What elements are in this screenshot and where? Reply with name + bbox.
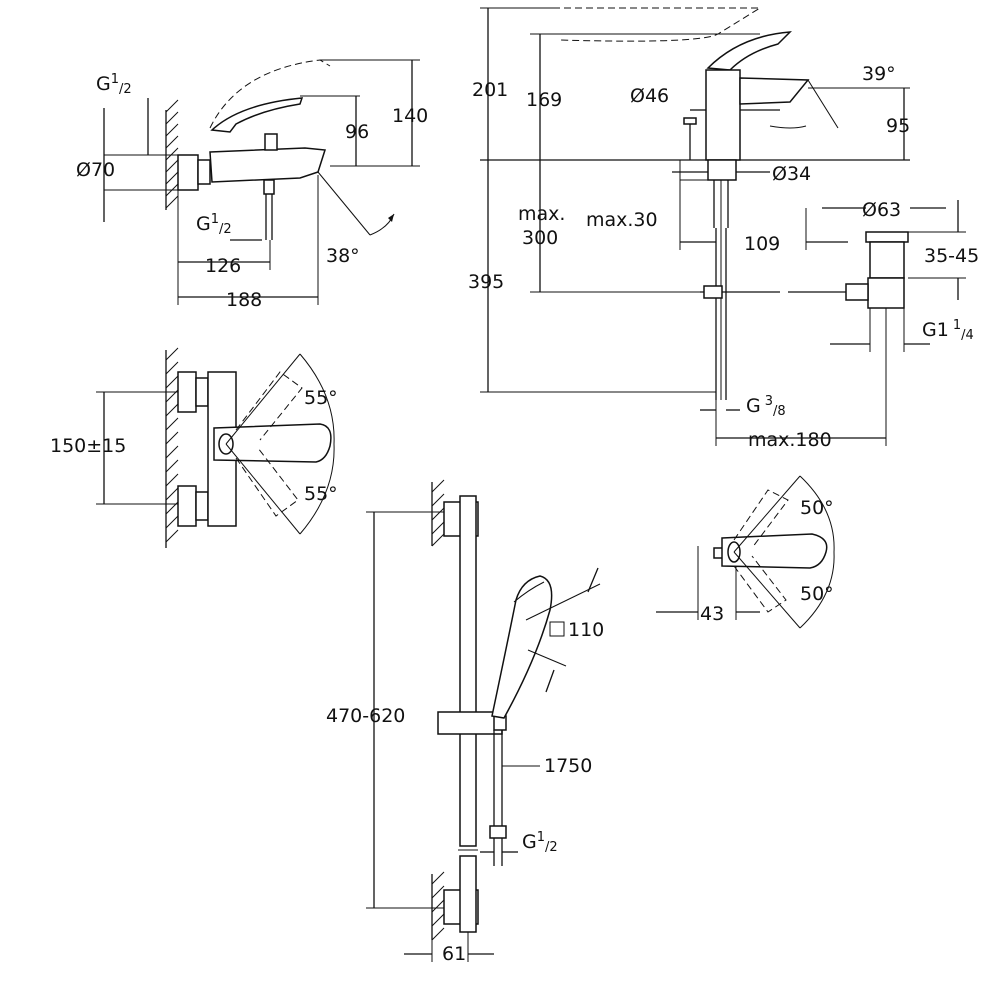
basin-dim-109: 109 bbox=[744, 233, 780, 255]
lever-detail-drawing: 50° 50° 43 bbox=[656, 475, 835, 629]
basin-max-thickness: max.30 bbox=[586, 209, 658, 231]
lever-dim-43: 43 bbox=[700, 603, 724, 625]
bath-angle-label: 38° bbox=[326, 245, 360, 267]
basin-mixer-drawing: 201 169 Ø46 39° 95 Ø34 max.30 max. 300 1… bbox=[468, 7, 979, 451]
shower-mixer-drawing: 150±15 55° 55° bbox=[50, 347, 338, 548]
basin-waste-range: 35-45 bbox=[924, 245, 979, 267]
bath-dim-96: 96 bbox=[345, 121, 369, 143]
bath-dim-188: 188 bbox=[226, 289, 262, 311]
basin-waste-diameter: Ø63 bbox=[862, 199, 901, 221]
basin-max-line1: max. bbox=[518, 203, 565, 225]
basin-dim-395: 395 bbox=[468, 271, 504, 293]
shower-angle-down: 55° bbox=[304, 483, 338, 505]
shower-centres-label: 150±15 bbox=[50, 435, 126, 457]
basin-dim-169: 169 bbox=[526, 89, 562, 111]
basin-dim-95: 95 bbox=[886, 115, 910, 137]
shower-rail-drawing: 470-620 110 1750 G1/2 61 bbox=[326, 479, 604, 965]
basin-angle-label: 39° bbox=[862, 63, 896, 85]
bath-diameter-label: Ø70 bbox=[76, 159, 115, 181]
rail-hose-length: 1750 bbox=[544, 755, 592, 777]
shower-angle-up: 55° bbox=[304, 387, 338, 409]
bath-dim-126: 126 bbox=[205, 255, 241, 277]
bath-mixer-drawing: G1/2 Ø70 G1/2 126 188 96 140 38° bbox=[76, 59, 428, 311]
basin-dim-201: 201 bbox=[472, 79, 508, 101]
basin-hole-diameter: Ø34 bbox=[772, 163, 811, 185]
basin-max-180: max.180 bbox=[748, 429, 832, 451]
bath-inlet-thread-label: G1/2 bbox=[96, 72, 132, 97]
basin-max-line2: 300 bbox=[522, 227, 558, 249]
rail-head-size: 110 bbox=[568, 619, 604, 641]
basin-body-diameter: Ø46 bbox=[630, 85, 669, 107]
lever-angle-down: 50° bbox=[800, 583, 834, 605]
lever-angle-up: 50° bbox=[800, 497, 834, 519]
rail-thread-label: G1/2 bbox=[522, 830, 558, 855]
rail-wall-offset: 61 bbox=[442, 943, 466, 965]
bath-dim-140: 140 bbox=[392, 105, 428, 127]
rail-range-label: 470-620 bbox=[326, 705, 405, 727]
bath-outlet-thread-label: G1/2 bbox=[196, 212, 232, 237]
